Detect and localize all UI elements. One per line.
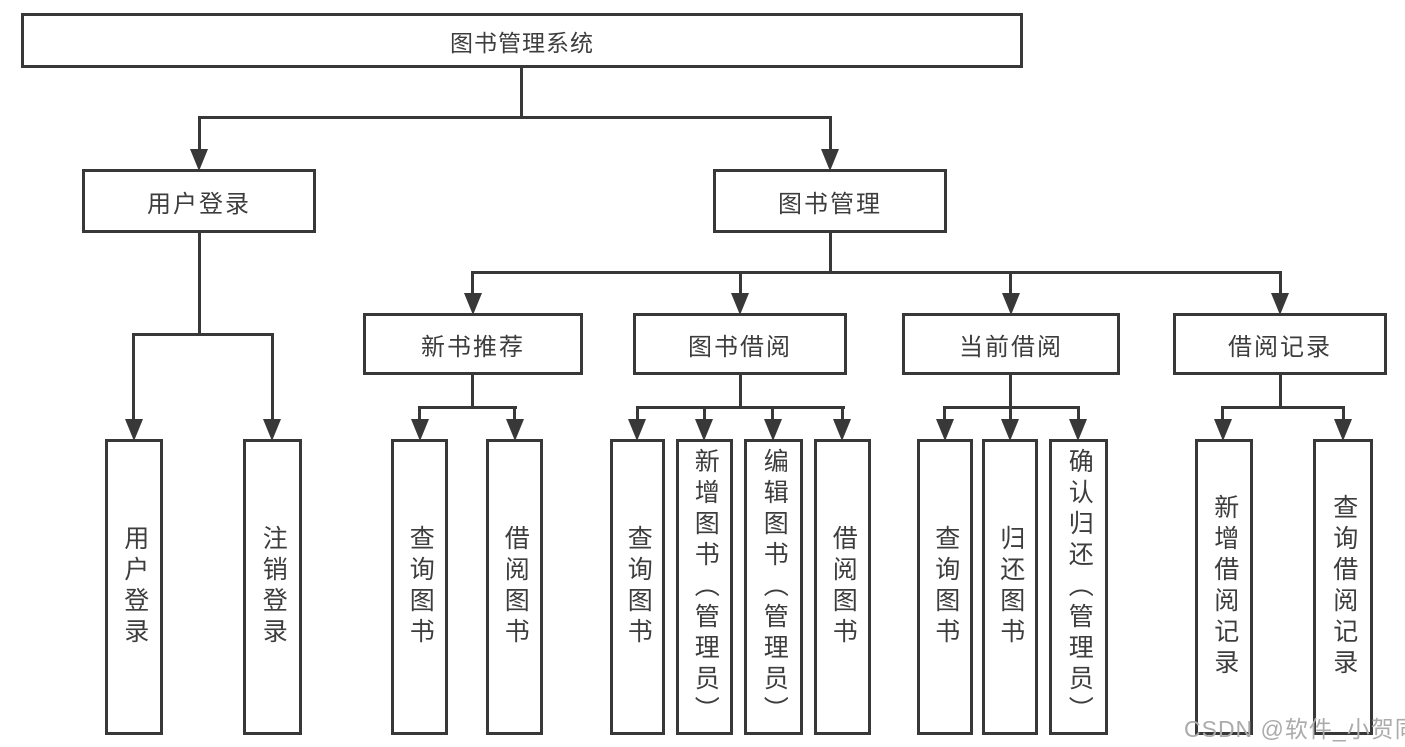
connector-line (1009, 375, 1012, 409)
node-label: 新增借阅记录 (1210, 494, 1239, 680)
arrow-down-icon (1069, 419, 1087, 441)
arrow-down-icon (125, 419, 143, 441)
connector-line (471, 375, 474, 409)
connector-line (198, 233, 201, 336)
connector-line (513, 406, 516, 421)
node-label: 查询借阅记录 (1329, 494, 1358, 680)
arrow-down-icon (628, 419, 646, 441)
connector-line (418, 406, 517, 409)
connector-line (1221, 406, 1345, 409)
arrow-down-icon (1001, 419, 1019, 441)
node-user-login: 用户登录 (82, 169, 316, 233)
node-label: 借阅记录 (1228, 333, 1332, 361)
connector-line (471, 271, 474, 295)
node-label: 编辑图书（管理员） (760, 447, 789, 727)
watermark: CSDN @软件_小贺同学 (1184, 716, 1405, 742)
node-borrowing-records: 借阅记录 (1173, 313, 1387, 375)
arrow-down-icon (263, 419, 281, 441)
node-query-books-current: 查询图书 (917, 439, 973, 735)
node-label: 用户登录 (147, 190, 251, 218)
connector-line (418, 406, 421, 421)
node-new-book-recommendation: 新书推荐 (363, 313, 583, 375)
node-label: 借阅图书 (501, 525, 530, 649)
connector-line (829, 116, 832, 151)
arrow-down-icon (1271, 293, 1289, 315)
node-query-books-borrowing: 查询图书 (610, 439, 665, 735)
connector-line (198, 116, 201, 151)
arrow-down-icon (936, 419, 954, 441)
arrow-down-icon (464, 293, 482, 315)
connector-line (520, 68, 523, 119)
node-user-login-leaf: 用户登录 (105, 439, 163, 735)
connector-line (1221, 406, 1224, 421)
node-query-books-recommend: 查询图书 (391, 439, 448, 735)
node-borrow-books-borrowing: 借阅图书 (814, 439, 871, 735)
connector-line (1279, 271, 1282, 295)
node-edit-book-admin: 编辑图书（管理员） (744, 439, 803, 735)
connector-line (1009, 271, 1012, 295)
node-query-borrow-record: 查询借阅记录 (1313, 439, 1373, 735)
connector-line (1279, 375, 1282, 409)
node-label: 用户登录 (120, 525, 149, 649)
arrow-down-icon (764, 419, 782, 441)
node-label: 新增图书（管理员） (691, 447, 720, 727)
connector-line (703, 406, 706, 421)
node-current-borrowing: 当前借阅 (902, 313, 1120, 375)
node-label: 当前借阅 (959, 333, 1063, 361)
node-add-book-admin: 新增图书（管理员） (676, 439, 733, 735)
connector-line (271, 333, 274, 421)
node-confirm-return-admin: 确认归还（管理员） (1049, 439, 1108, 735)
connector-line (636, 406, 845, 409)
arrow-down-icon (506, 419, 524, 441)
node-label: 新书推荐 (421, 333, 525, 361)
connector-line (132, 333, 274, 336)
node-return-books: 归还图书 (982, 439, 1038, 735)
arrow-down-icon (731, 293, 749, 315)
node-label: 图书管理 (778, 190, 882, 218)
node-label: 归还图书 (996, 525, 1025, 649)
node-label: 图书借阅 (688, 333, 792, 361)
connector-line (471, 271, 1282, 274)
node-label: 确认归还（管理员） (1065, 447, 1094, 727)
node-book-borrowing: 图书借阅 (633, 313, 847, 375)
connector-line (771, 406, 774, 421)
arrow-down-icon (1334, 419, 1352, 441)
connector-line (198, 116, 832, 119)
arrow-down-icon (190, 149, 208, 171)
node-label: 借阅图书 (829, 525, 858, 649)
connector-line (1342, 406, 1345, 421)
connector-line (739, 375, 742, 409)
node-add-borrow-record: 新增借阅记录 (1195, 439, 1253, 735)
connector-line (132, 333, 135, 421)
node-library-system: 图书管理系统 (21, 13, 1023, 68)
arrow-down-icon (821, 149, 839, 171)
connector-line (1077, 406, 1080, 421)
arrow-down-icon (411, 419, 429, 441)
connector-line (1009, 406, 1012, 421)
arrow-down-icon (1002, 293, 1020, 315)
node-label: 注销登录 (259, 525, 288, 649)
node-book-management: 图书管理 (713, 169, 947, 233)
connector-line (829, 233, 832, 274)
node-logout: 注销登录 (243, 439, 302, 735)
connector-line (943, 406, 946, 421)
node-label: 查询图书 (406, 525, 435, 649)
node-label: 图书管理系统 (450, 29, 594, 56)
arrow-down-icon (695, 419, 713, 441)
arrow-down-icon (1214, 419, 1232, 441)
arrow-down-icon (833, 419, 851, 441)
node-label: 查询图书 (931, 525, 960, 649)
connector-line (739, 271, 742, 295)
node-label: 查询图书 (624, 525, 653, 649)
connector-line (636, 406, 639, 421)
connector-line (841, 406, 844, 421)
node-borrow-books-recommend: 借阅图书 (486, 439, 543, 735)
